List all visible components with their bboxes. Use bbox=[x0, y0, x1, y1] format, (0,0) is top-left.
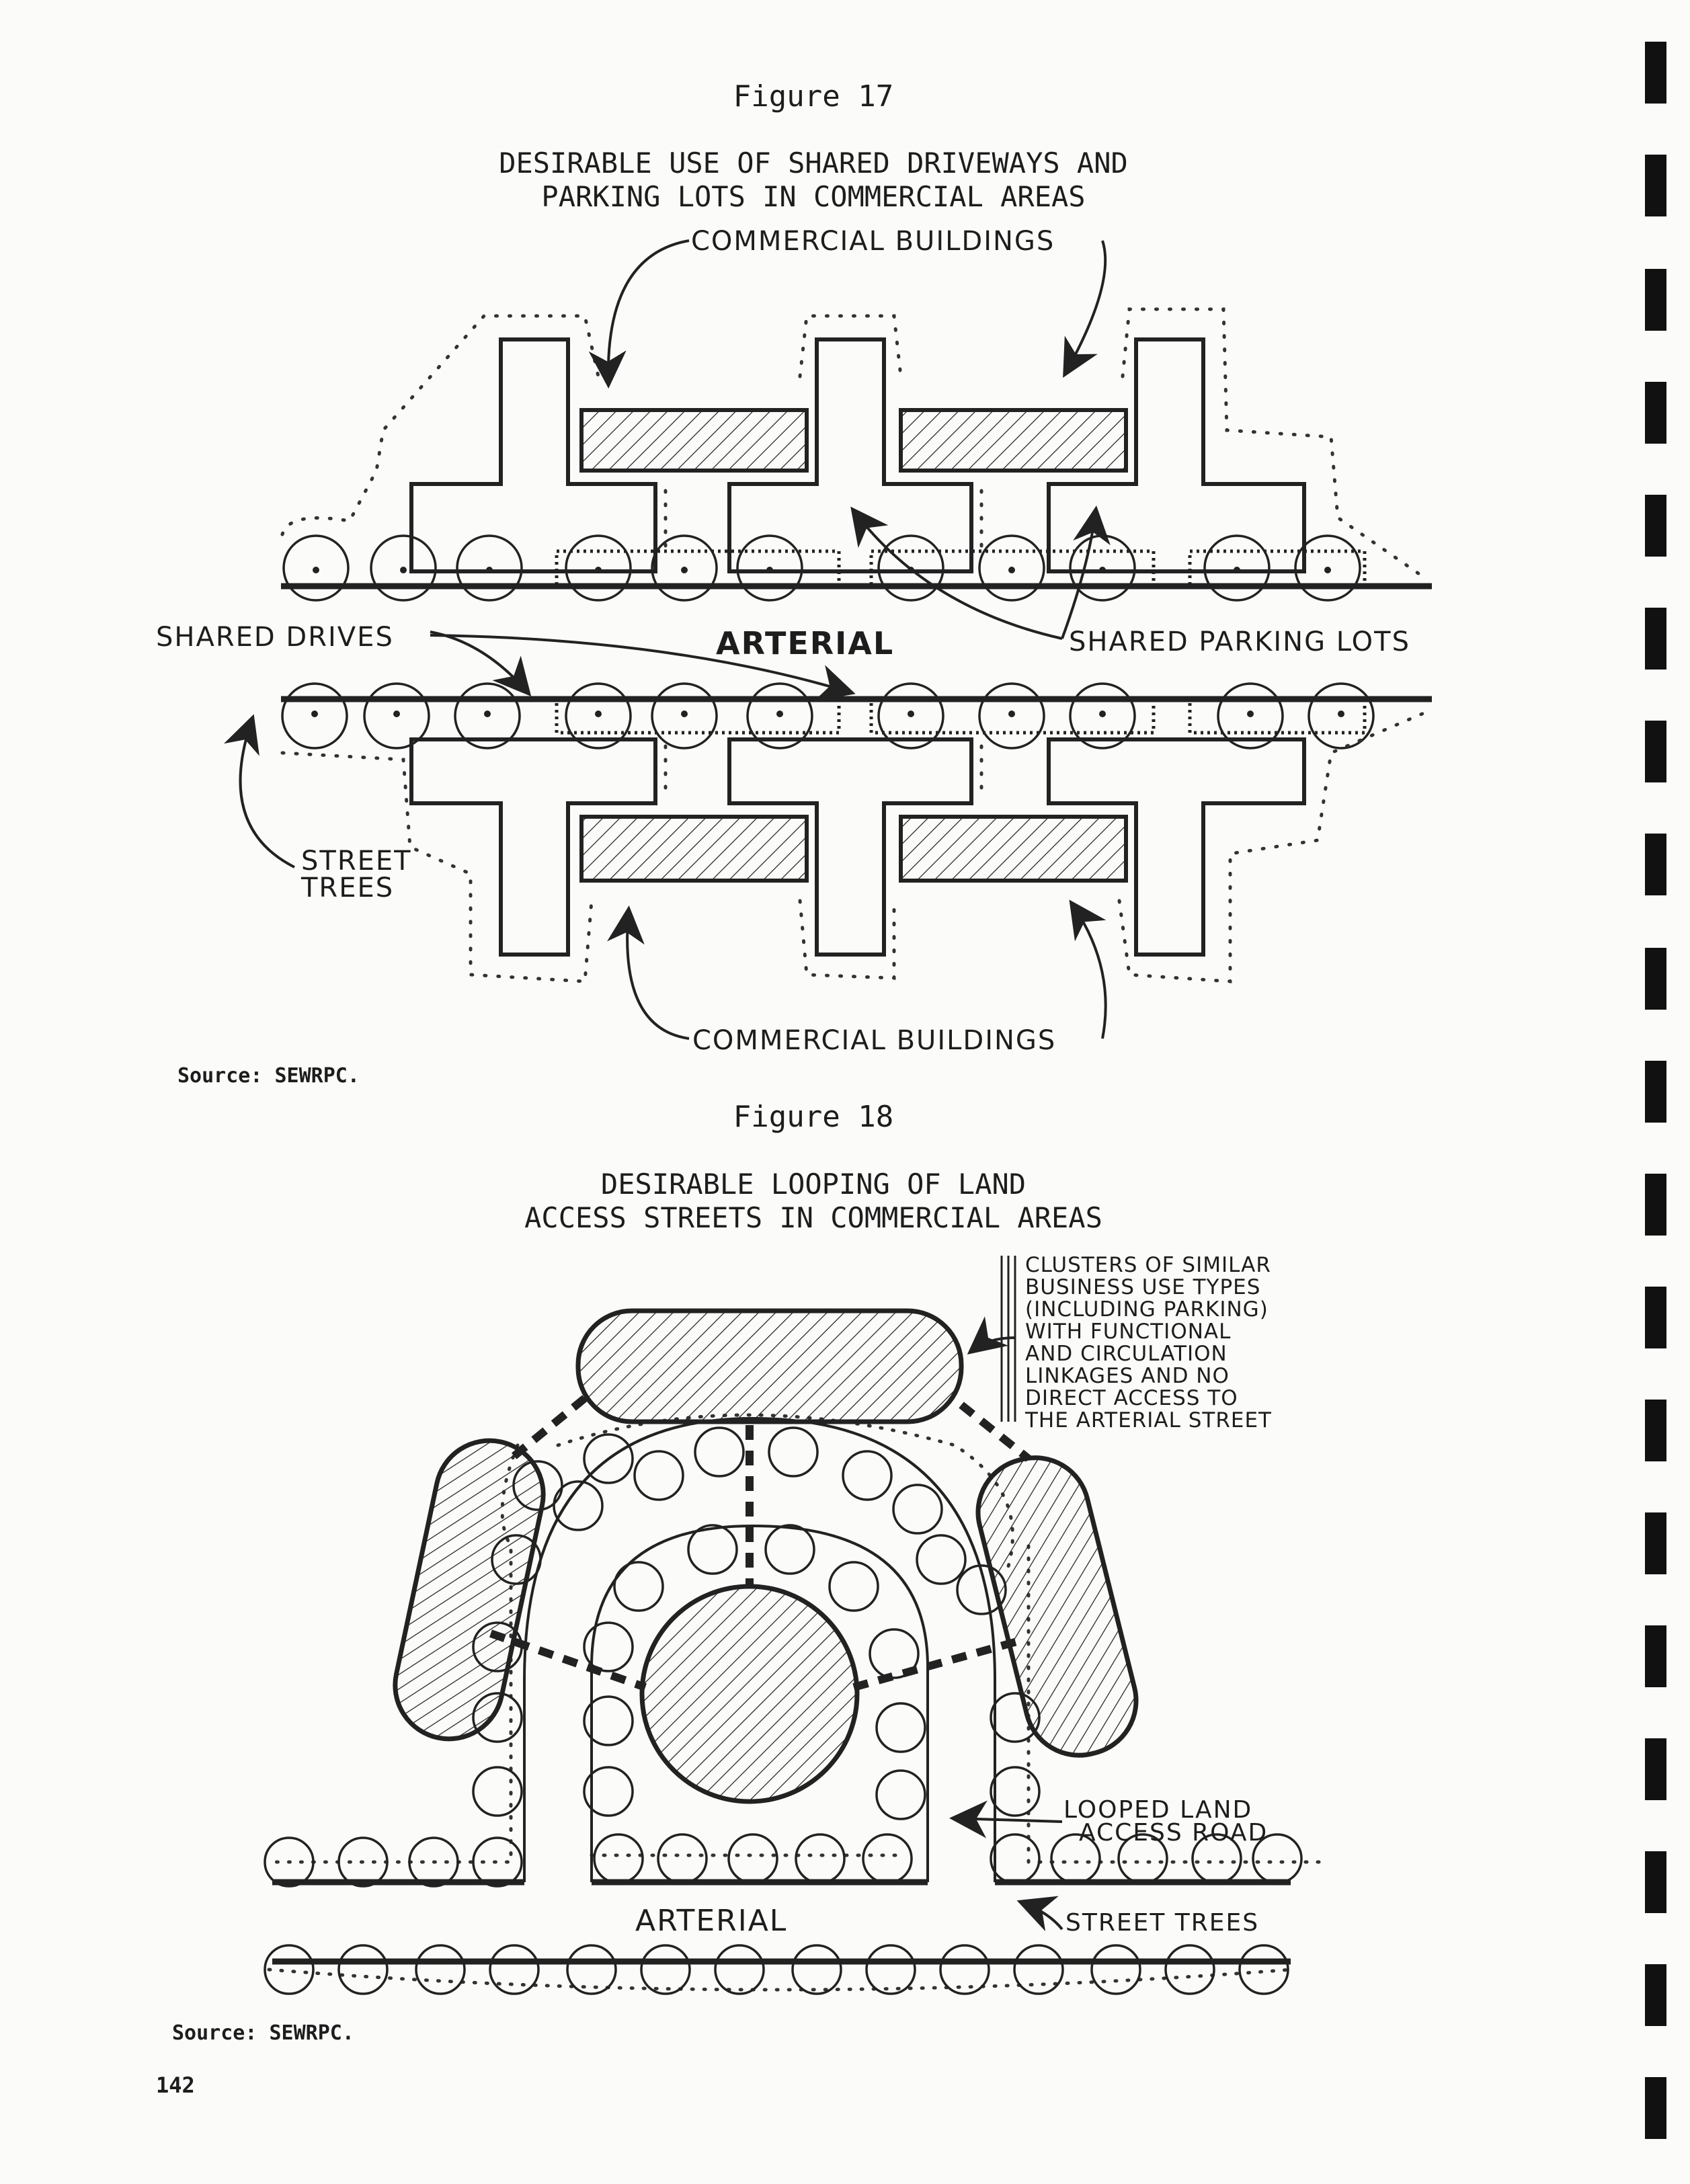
street-trees-fig18 bbox=[264, 1426, 1303, 1995]
clusters-line: THE ARTERIAL STREET bbox=[1025, 1408, 1272, 1432]
figure17-diagram bbox=[281, 337, 1432, 957]
figure18-number: Figure 18 bbox=[733, 1100, 894, 1134]
figure17-title-line1: DESIRABLE USE OF SHARED DRIVEWAYS AND bbox=[499, 147, 1128, 179]
label-commercial-buildings-top: COMMERCIAL BUILDINGS bbox=[691, 226, 1055, 257]
business-cluster-center bbox=[639, 1584, 860, 1804]
binder-mark bbox=[1645, 1625, 1666, 1687]
label-street-trees-fig18: STREET TREES bbox=[1065, 1909, 1260, 1937]
bottom-parking-outline-right bbox=[1047, 737, 1306, 957]
bottom-parking-outline-mid bbox=[727, 737, 973, 957]
top-parking-outline-right bbox=[1047, 337, 1306, 573]
binder-mark bbox=[1645, 1287, 1666, 1348]
label-street-trees-line1: STREET bbox=[301, 846, 412, 877]
binder-mark bbox=[1645, 834, 1666, 895]
clusters-line: (INCLUDING PARKING) bbox=[1025, 1297, 1269, 1322]
label-street-trees-line2: TREES bbox=[301, 873, 395, 903]
binder-mark bbox=[1645, 269, 1666, 331]
planting-strip bbox=[869, 549, 1156, 587]
binder-mark bbox=[1645, 948, 1666, 1010]
figure17-number: Figure 17 bbox=[733, 79, 894, 114]
figure18-source: Source: SEWRPC. bbox=[172, 2021, 354, 2045]
binder-mark bbox=[1645, 2077, 1666, 2139]
commercial-building bbox=[579, 408, 809, 473]
label-shared-parking-lots: SHARED PARKING LOTS bbox=[1069, 626, 1410, 657]
clusters-line: LINKAGES AND NO bbox=[1025, 1364, 1230, 1388]
street-trees-bottom bbox=[281, 682, 1375, 750]
business-cluster-right bbox=[975, 1455, 1139, 1758]
figure18-title-line1: DESIRABLE LOOPING OF LAND bbox=[600, 1168, 1027, 1201]
binder-mark bbox=[1645, 1174, 1666, 1236]
planting-strip bbox=[555, 549, 841, 587]
clusters-line: WITH FUNCTIONAL bbox=[1025, 1320, 1232, 1344]
binder-mark bbox=[1645, 495, 1666, 557]
label-looped-line1: LOOPED LAND bbox=[1063, 1796, 1253, 1824]
binder-mark bbox=[1645, 1851, 1666, 1913]
page-number: 142 bbox=[156, 2072, 195, 2098]
binder-mark bbox=[1645, 608, 1666, 670]
business-cluster-top bbox=[575, 1308, 964, 1424]
label-looped-line2: ACCESS ROAD bbox=[1079, 1819, 1269, 1847]
street-trees-top bbox=[282, 534, 1361, 602]
figure18-title-line2: ACCESS STREETS IN COMMERCIAL AREAS bbox=[524, 1201, 1102, 1234]
binder-mark bbox=[1645, 42, 1666, 104]
planting-strip bbox=[869, 697, 1156, 735]
label-shared-drives: SHARED DRIVES bbox=[156, 622, 394, 653]
binder-mark bbox=[1645, 1964, 1666, 2026]
binder-mark bbox=[1645, 155, 1666, 216]
commercial-building bbox=[899, 408, 1128, 473]
binder-mark bbox=[1645, 1512, 1666, 1574]
binder-mark bbox=[1645, 1061, 1666, 1123]
bottom-parking-outline-left bbox=[409, 737, 657, 957]
binder-mark bbox=[1645, 721, 1666, 782]
planting-strip bbox=[555, 697, 841, 735]
top-parking-outline-mid bbox=[727, 337, 973, 573]
clusters-line: BUSINESS USE TYPES bbox=[1025, 1275, 1261, 1299]
inner-loop-road bbox=[590, 1524, 929, 1882]
binder-mark bbox=[1645, 1400, 1666, 1461]
clusters-line: DIRECT ACCESS TO bbox=[1025, 1386, 1238, 1410]
clusters-line: AND CIRCULATION bbox=[1025, 1342, 1228, 1366]
figure17-source: Source: SEWRPC. bbox=[177, 1064, 360, 1088]
clusters-line: CLUSTERS OF SIMILAR bbox=[1025, 1253, 1271, 1277]
label-arterial-fig18: ARTERIAL bbox=[635, 1904, 788, 1938]
label-clusters: CLUSTERS OF SIMILAR BUSINESS USE TYPES (… bbox=[1025, 1254, 1272, 1432]
business-cluster-left bbox=[393, 1438, 546, 1742]
top-parking-outline-left bbox=[409, 337, 657, 573]
figure17-title-line2: PARKING LOTS IN COMMERCIAL AREAS bbox=[541, 180, 1086, 213]
label-arterial-fig17: ARTERIAL bbox=[716, 625, 895, 661]
label-commercial-buildings-bottom: COMMERCIAL BUILDINGS bbox=[692, 1025, 1057, 1056]
binder-mark bbox=[1645, 1738, 1666, 1800]
commercial-building bbox=[899, 815, 1128, 883]
planting-strip bbox=[1188, 549, 1367, 587]
commercial-building bbox=[579, 815, 809, 883]
binder-mark bbox=[1645, 382, 1666, 444]
